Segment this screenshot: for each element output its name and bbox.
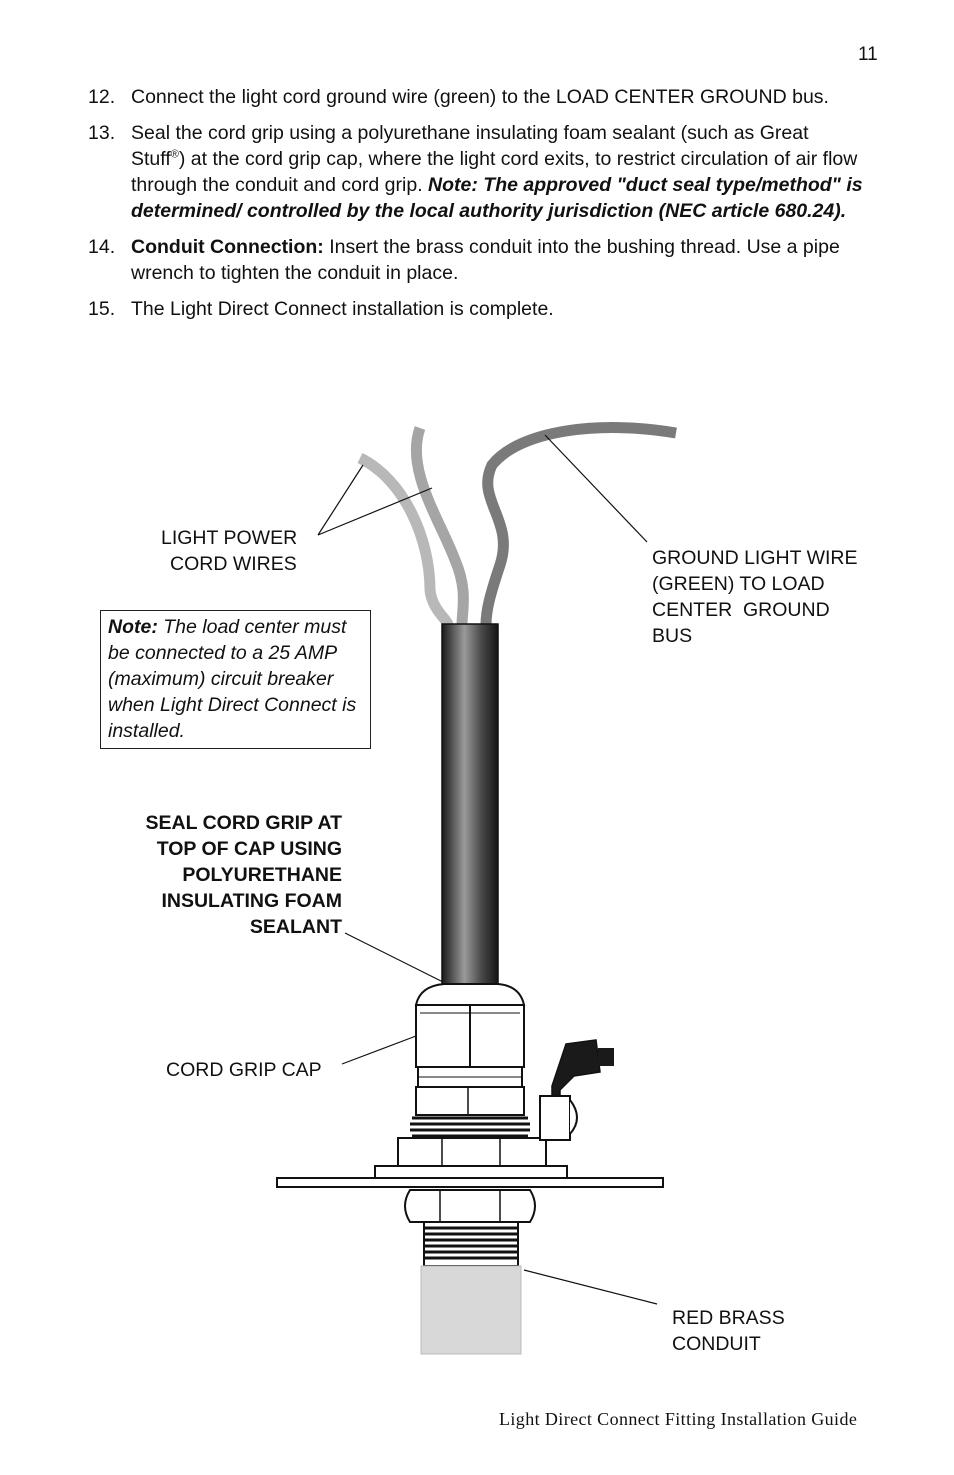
label-ground-line2: (GREEN) TO LOAD xyxy=(652,573,825,595)
label-conduit-line2: CONDUIT xyxy=(672,1333,761,1355)
step-15: 15. The Light Direct Connect installatio… xyxy=(88,296,868,322)
step-text: Connect the light cord ground wire (gree… xyxy=(131,86,829,108)
step-text-b: ) at the cord grip cap, where the light … xyxy=(131,148,858,196)
label-seal-cord-grip: SEAL CORD GRIP AT TOP OF CAP USING POLYU… xyxy=(100,810,342,940)
lock-nut xyxy=(404,1189,536,1223)
label-seal-line4: INSULATING FOAM xyxy=(161,890,342,912)
label-power-cord: LIGHT POWER CORD WIRES xyxy=(161,525,297,577)
step-14: 14. Conduit Connection: Insert the brass… xyxy=(88,234,868,286)
step-13: 13. Seal the cord grip using a polyureth… xyxy=(88,120,868,224)
step-text: Conduit Connection: Insert the brass con… xyxy=(131,234,868,286)
label-seal-line2: TOP OF CAP USING xyxy=(156,838,342,860)
step-number: 14. xyxy=(88,236,116,258)
power-cord xyxy=(441,623,499,985)
bonding-lug-screw xyxy=(539,1095,571,1141)
label-power-cord-line2: CORD WIRES xyxy=(170,553,297,575)
step-note: Note: The approved "duct seal type/metho… xyxy=(131,174,863,222)
label-ground-line1: GROUND LIGHT WIRE xyxy=(652,547,858,569)
step-number: 13. xyxy=(88,122,116,144)
cord-grip-nut xyxy=(415,1086,525,1116)
instruction-steps: 12. Connect the light cord ground wire (… xyxy=(88,84,868,332)
step-number: 12. xyxy=(88,86,116,108)
label-ground-line4: BUS xyxy=(652,625,693,647)
bushing-hex xyxy=(397,1137,547,1167)
power-wire-middle xyxy=(410,426,469,626)
leader-conduit xyxy=(523,1269,658,1305)
page-footer: Light Direct Connect Fitting Installatio… xyxy=(499,1409,858,1429)
registered-mark: ® xyxy=(170,148,179,161)
label-conduit-line1: RED BRASS xyxy=(672,1307,785,1329)
label-ground-line3: CENTER GROUND xyxy=(652,599,830,621)
leader-power-cord-1 xyxy=(317,464,364,536)
brass-conduit xyxy=(420,1265,522,1355)
label-seal-line1: SEAL CORD GRIP AT xyxy=(145,812,342,834)
step-body: Insert the brass conduit into the bushin… xyxy=(131,236,840,284)
label-seal-line5: SEALANT xyxy=(249,916,342,938)
step-text: Seal the cord grip using a polyurethane … xyxy=(131,120,868,224)
leader-ground xyxy=(544,434,648,543)
label-conduit: RED BRASS CONDUIT xyxy=(672,1305,785,1357)
note-lead: Note: xyxy=(108,616,158,638)
step-12: 12. Connect the light cord ground wire (… xyxy=(88,84,868,110)
cord-grip-threads xyxy=(410,1116,530,1138)
leader-power-cord-2 xyxy=(317,487,433,536)
ground-wire xyxy=(480,422,677,626)
page-number: 11 xyxy=(858,44,878,65)
note-box: Note: The load center must be connected … xyxy=(100,610,371,749)
threaded-nipple xyxy=(423,1221,519,1267)
label-seal-line3: POLYURETHANE xyxy=(182,864,342,886)
power-wire-left xyxy=(357,453,454,627)
wall-plate xyxy=(276,1177,664,1188)
step-text: The Light Direct Connect installation is… xyxy=(131,298,554,320)
cord-grip-cap-dome xyxy=(414,983,526,1006)
step-number: 15. xyxy=(88,298,116,320)
mounting-flange xyxy=(374,1165,568,1179)
leader-seal xyxy=(344,932,444,983)
label-cord-grip-cap: CORD GRIP CAP xyxy=(166,1059,322,1081)
note-text: The load center must be connected to a 2… xyxy=(108,616,357,742)
label-ground-wire: GROUND LIGHT WIRE (GREEN) TO LOAD CENTER… xyxy=(652,545,857,649)
leader-cap xyxy=(341,1035,417,1065)
label-power-cord-line1: LIGHT POWER xyxy=(161,527,298,549)
step-heading: Conduit Connection: xyxy=(131,236,324,258)
step-text-a: Seal the cord grip using a polyurethane … xyxy=(131,122,809,170)
